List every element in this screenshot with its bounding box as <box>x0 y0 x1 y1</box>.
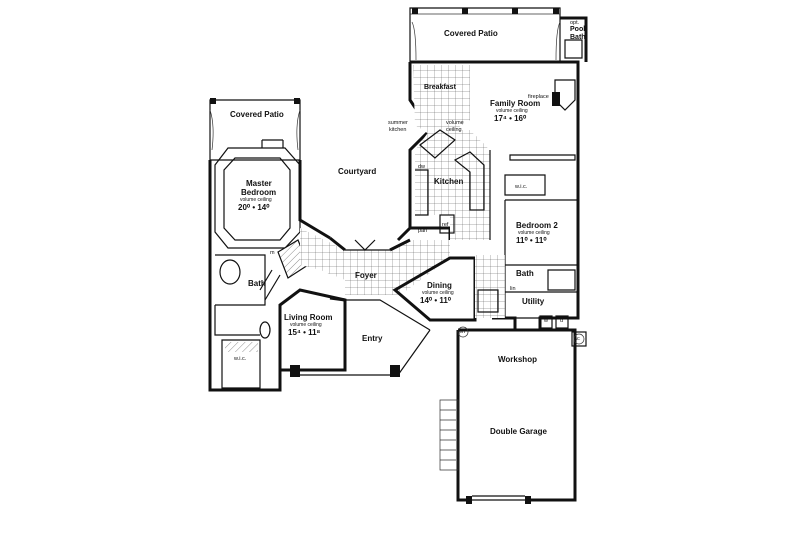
dining-dimensions: 14⁰ • 11⁰ <box>420 296 452 305</box>
opt-pool-bath-label-1: opt. <box>570 20 580 26</box>
covered-patio-left <box>209 98 301 161</box>
summer-kitchen-label-1: summer <box>388 120 408 126</box>
wic-master-label: w.i.c. <box>234 356 247 362</box>
bedroom-2-dimensions: 11⁰ • 11⁰ <box>516 236 547 245</box>
m-label: m <box>270 250 275 256</box>
bedroom-2-ceiling: volume ceiling <box>518 230 550 236</box>
washer-label: w <box>544 318 548 324</box>
living-room-walls <box>278 288 347 377</box>
fireplace-label: fireplace <box>528 94 549 100</box>
master-bedroom-dimensions: 20⁰ • 14⁰ <box>238 203 270 212</box>
covered-patio-top-label: Covered Patio <box>444 29 498 38</box>
master-bedroom-ceiling: volume ceiling <box>240 197 272 203</box>
dryer-label: d <box>560 318 564 324</box>
family-room-ceiling: volume ceiling <box>496 108 528 114</box>
bedroom-2-label: Bedroom 2 <box>516 221 558 230</box>
dining-ceiling: volume ceiling <box>422 290 454 296</box>
living-room-ceiling: volume ceiling <box>290 322 322 328</box>
opt-pool-bath-label-2: Pool <box>570 26 586 33</box>
wh-label: wh <box>458 329 466 335</box>
dw-label: dw <box>418 164 426 170</box>
double-garage-label: Double Garage <box>490 427 547 436</box>
foyer-label: Foyer <box>355 271 377 280</box>
family-room-dimensions: 17⁴ • 16⁰ <box>494 114 527 123</box>
living-room-dimensions: 15⁴ • 11⁸ <box>288 328 321 337</box>
family-room-label: Family Room <box>490 99 541 108</box>
pan-label: pan <box>418 228 428 234</box>
ac-label: ac <box>574 336 580 342</box>
lin-label: lin <box>510 286 516 292</box>
garage-walls <box>439 328 577 504</box>
ref-label: ref <box>442 222 449 228</box>
utility-label: Utility <box>522 297 545 306</box>
bath-left-label: Bath <box>248 279 266 288</box>
master-bedroom-label-1: Master <box>246 179 272 188</box>
entry-label: Entry <box>362 334 383 343</box>
opt-pool-bath <box>560 16 588 62</box>
covered-patio-left-label: Covered Patio <box>230 110 284 119</box>
summer-kitchen-label-2: kitchen <box>389 127 407 133</box>
equipment-symbols <box>457 326 587 347</box>
wic-bed2-label: w.i.c. <box>515 184 528 190</box>
master-bedroom-label-2: Bedroom <box>241 188 277 197</box>
living-room-label: Living Room <box>284 313 333 322</box>
bath-right-label: Bath <box>516 269 534 278</box>
opt-pool-bath-label-3: Bath <box>570 34 586 41</box>
breakfast-label: Breakfast <box>424 84 456 91</box>
entry-area <box>300 299 431 377</box>
courtyard-label: Courtyard <box>338 167 377 176</box>
breakfast-ceiling-label-1: volume <box>446 120 464 126</box>
dining-label: Dining <box>427 281 452 290</box>
kitchen-area <box>415 129 491 240</box>
workshop-label: Workshop <box>498 355 537 364</box>
dining-room-walls <box>392 255 505 322</box>
kitchen-label: Kitchen <box>434 177 464 186</box>
breakfast-ceiling-label-2: ceiling <box>446 127 462 133</box>
